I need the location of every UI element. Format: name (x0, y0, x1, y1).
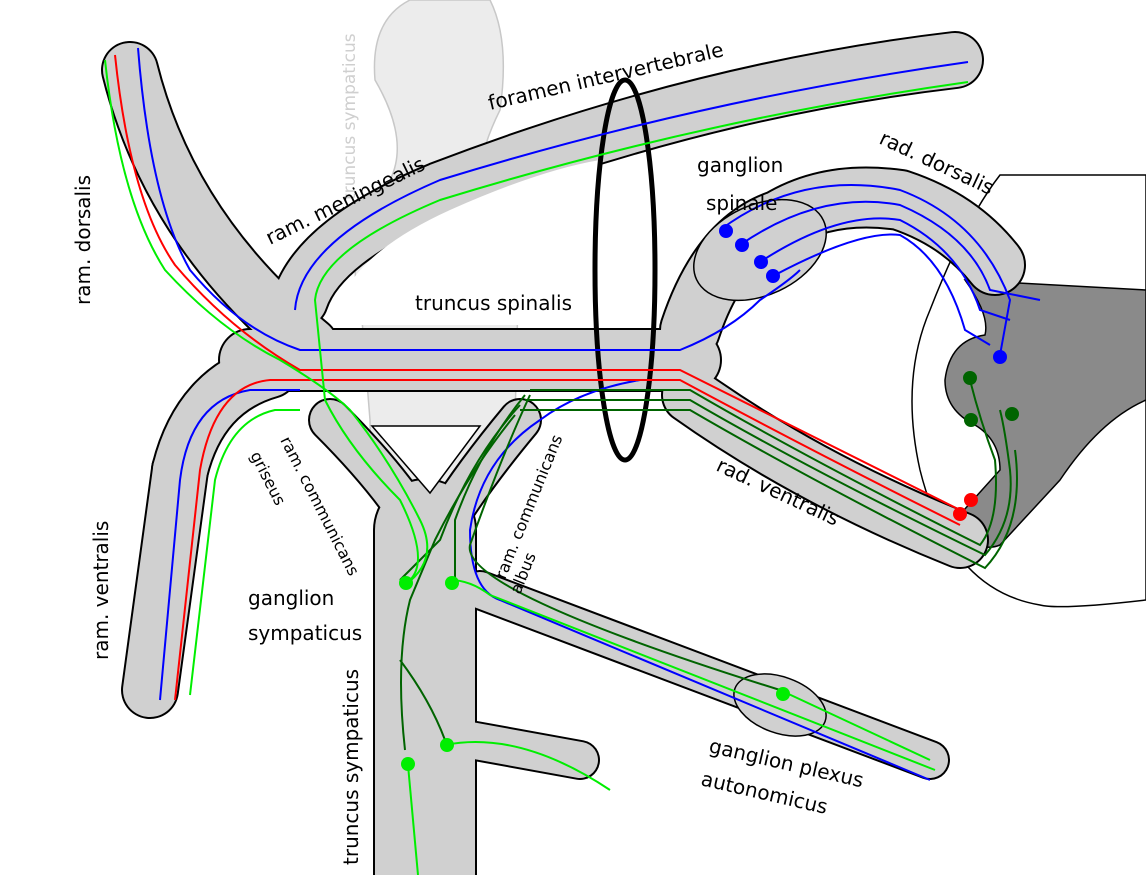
postgang-neuron (401, 757, 415, 771)
fiber-postgang-dorsal (104, 59, 429, 586)
fiber-motor-ventral (174, 379, 961, 701)
label-ganglion-spinale-2: spinale (706, 191, 777, 215)
ganglion-plexus-autonomicus (733, 673, 827, 737)
fiber-motor-dorsal (114, 54, 961, 511)
pregang-neuron (964, 413, 978, 427)
label-ram-dorsalis: ram. dorsalis (71, 175, 95, 305)
interneuron (993, 350, 1007, 364)
triangle-gap (370, 425, 482, 495)
label-ganglion-sympaticus-1: ganglion (248, 586, 334, 610)
meningeal-gap (335, 160, 600, 325)
sensory-neuron (766, 269, 780, 283)
postgang-neuron (440, 738, 454, 752)
fiber-sensory-root (719, 184, 1012, 356)
motor-neuron (953, 507, 967, 521)
sensory-neuron (754, 255, 768, 269)
label-ganglion-spinale-1: ganglion (697, 153, 783, 177)
foramen-ring (592, 77, 658, 463)
label-truncus-spinalis: truncus spinalis (415, 291, 572, 315)
motor-neuron (964, 493, 978, 507)
fiber-sensory-meningeal (294, 61, 969, 311)
label-truncus-sympaticus-ghost: truncus sympaticus (340, 33, 360, 200)
pregang-neuron (963, 371, 977, 385)
label-ram-comm-griseus-2: griseus (246, 448, 289, 508)
fiber-postgang-meningeal (313, 81, 969, 581)
fiber-sensory-ventral (159, 389, 300, 701)
fiber-sensory-visceral (468, 379, 931, 781)
fiber-sensory-dorsal (137, 47, 801, 351)
pregang-neuron (1005, 407, 1019, 421)
label-ram-ventralis: ram. ventralis (89, 521, 113, 660)
sensory-neuron (735, 238, 749, 252)
sensory-neuron (719, 224, 733, 238)
neuron-bodies (399, 224, 1019, 771)
label-ganglion-sympaticus-2: sympaticus (248, 621, 362, 645)
postgang-neuron (776, 687, 790, 701)
fiber-pregang-1 (530, 379, 997, 547)
label-truncus-sympaticus: truncus sympaticus (339, 669, 363, 865)
postgang-neuron (399, 576, 413, 590)
fiber-postgang-ventral (189, 409, 300, 696)
postgang-neuron (445, 576, 459, 590)
